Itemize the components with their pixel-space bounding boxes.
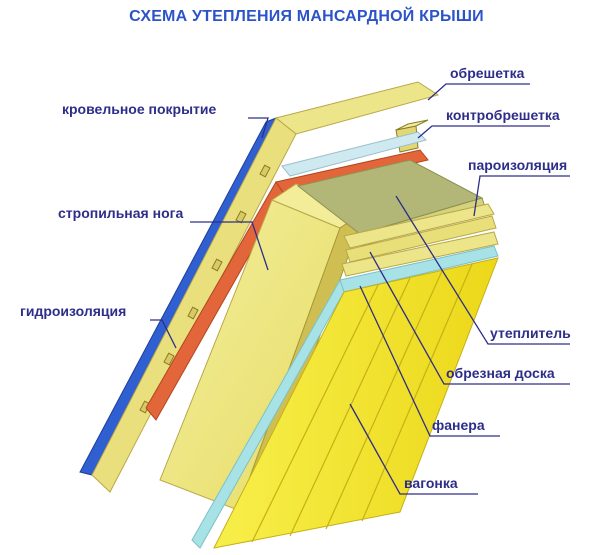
- label-rafter: стропильная нога: [58, 205, 183, 221]
- waterproofing-edge: [145, 181, 285, 421]
- edged-board-3: [341, 231, 499, 277]
- edged-board-1: [343, 203, 495, 249]
- label-lining: вагонка: [404, 475, 458, 491]
- light-sheet-top: [281, 131, 427, 177]
- label-plywood: фанера: [432, 417, 485, 433]
- label-vapor-barrier: пароизоляция: [468, 157, 567, 173]
- page-title: СХЕМА УТЕПЛЕНИЯ МАНСАРДНОЙ КРЫШИ: [129, 8, 484, 25]
- battens-edge: [91, 117, 297, 493]
- lining-board-lines: [251, 263, 473, 543]
- vapor-barrier-edge: [191, 278, 345, 549]
- label-edged-board: обрезная доска: [446, 365, 555, 381]
- label-waterproofing: гидроизоляция: [20, 303, 126, 319]
- label-battens: обрешетка: [450, 65, 525, 81]
- leader-lines: [150, 83, 570, 495]
- label-counter-battens: контробрешетка: [446, 107, 560, 123]
- label-insulation: утеплитель: [490, 325, 571, 341]
- counter-batten-top: [395, 119, 429, 131]
- label-roofing: кровельное покрытие: [62, 101, 216, 117]
- edged-board-2: [345, 215, 497, 263]
